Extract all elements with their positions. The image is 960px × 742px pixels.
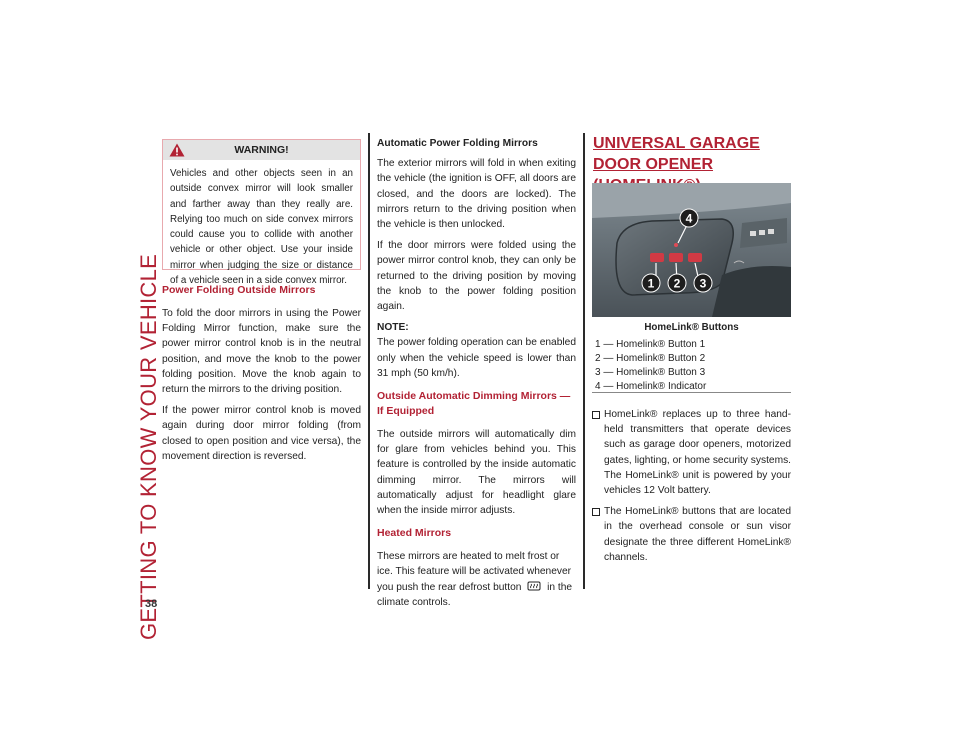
paragraph: The exterior mirrors will fold in when e…: [377, 158, 576, 231]
warning-box: WARNING! Vehicles and other objects seen…: [162, 139, 361, 286]
column-1: Power Folding Outside Mirrors To fold th…: [162, 283, 361, 470]
section-heading: Heated Mirrors: [377, 527, 452, 540]
section-heading: Outside Automatic Dimming Mirrors — If E…: [377, 390, 571, 418]
paragraph: The outside mirrors will automatically d…: [377, 429, 576, 517]
svg-text:2: 2: [674, 277, 681, 291]
note: NOTE: The power folding operation can be…: [377, 320, 576, 381]
figure-caption: HomeLink® Buttons: [644, 322, 739, 333]
homelink-photo: 4 1 2 3: [592, 183, 791, 317]
chapter-side-title: GETTING TO KNOW YOUR VEHICLE: [136, 253, 161, 640]
callout-1: 1: [641, 273, 661, 293]
page-number: 38: [145, 598, 158, 610]
warning-title: WARNING!: [234, 144, 289, 156]
legend-divider: [592, 392, 791, 393]
legend-item: 4 — Homelink® Indicator: [595, 381, 707, 392]
paragraph-text: in the climate controls.: [377, 581, 573, 608]
checkbox-bullet-icon: [592, 411, 600, 419]
checkbox-bullet-icon: [592, 508, 600, 517]
column-divider: [368, 133, 370, 589]
note-label: NOTE:: [377, 322, 409, 334]
column-divider: [583, 133, 585, 589]
paragraph: These mirrors are heated to melt frost o…: [377, 549, 576, 610]
svg-text:3: 3: [700, 277, 707, 291]
warning-header: WARNING!: [163, 140, 360, 160]
svg-text:4: 4: [686, 212, 693, 226]
bullet-item: HomeLink® replaces up to three hand-held…: [592, 407, 791, 498]
note-text: The power folding operation can be enabl…: [377, 337, 576, 379]
rear-defrost-icon: [527, 581, 541, 591]
paragraph-text: These mirrors are heated to melt frost o…: [377, 551, 572, 593]
legend-item: 2 — Homelink® Button 2: [595, 353, 706, 364]
bullet-item: The HomeLink® buttons that are located i…: [592, 504, 791, 565]
legend-item: 3 — Homelink® Button 3: [595, 367, 706, 378]
sub-heading: Automatic Power Folding Mirrors: [377, 138, 538, 149]
callout-2: 2: [667, 273, 687, 293]
section-heading: Power Folding Outside Mirrors: [162, 284, 316, 296]
callout-3: 3: [693, 273, 713, 293]
warning-triangle-icon: [169, 143, 185, 157]
paragraph: If the power mirror control knob is move…: [162, 405, 361, 462]
legend-item: 1 — Homelink® Button 1: [595, 339, 706, 350]
bullet-list: HomeLink® replaces up to three hand-held…: [592, 407, 791, 571]
bullet-text: The HomeLink® buttons that are located i…: [604, 506, 791, 563]
callout-4: 4: [679, 208, 699, 228]
figure-legend: 1 — Homelink® Button 1 2 — Homelink® But…: [595, 338, 706, 394]
paragraph: To fold the door mirrors in using the Po…: [162, 308, 361, 396]
svg-text:1: 1: [648, 277, 655, 291]
bullet-text: HomeLink® replaces up to three hand-held…: [604, 409, 791, 497]
column-2: Automatic Power Folding Mirrors The exte…: [377, 136, 576, 616]
paragraph: If the door mirrors were folded using th…: [377, 240, 576, 313]
warning-text: Vehicles and other objects seen in an ou…: [170, 168, 353, 287]
